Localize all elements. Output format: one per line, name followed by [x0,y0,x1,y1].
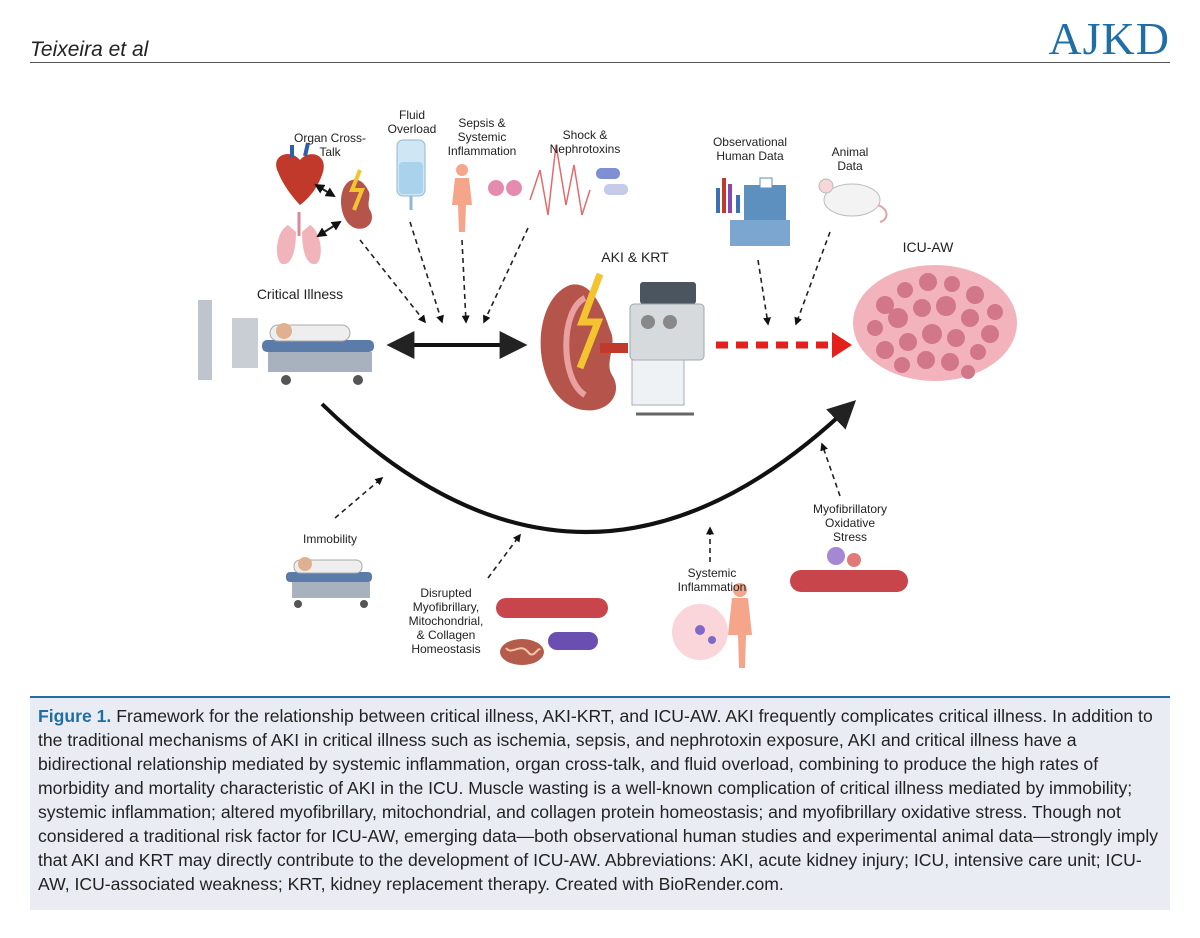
label-shock: Shock & Nephrotoxins [549,128,621,156]
label-fluid-overload: Fluid Overload [387,108,437,136]
framework-diagram [198,139,1017,668]
inflamed-human-icon [672,583,752,668]
label-disrupted: Disrupted Myofibrillary, Mitochondrial, … [408,586,484,656]
journal-logo: AJKD [1048,13,1170,64]
bottom-mechanism-arrows [334,442,841,579]
muscle-cross-section-icon [853,265,1017,381]
oxidative-muscle-fiber-icon [790,570,908,592]
pills-icon [596,168,628,195]
label-sepsis: Sepsis & Systemic Inflammation [447,116,517,158]
author-line: Teixeira et al [30,38,149,61]
label-observational: Observational Human Data [712,135,788,163]
hospital-bed-icon [198,300,374,385]
caption-title: Figure 1. [38,706,112,726]
muscle-fiber-icon [496,598,608,618]
label-critical-illness: Critical Illness [256,286,344,302]
human-body-icon [452,164,472,232]
hospital-building-icon [730,177,790,246]
bacteria-icon [488,180,522,196]
iv-bag-icon [396,139,426,210]
immobility-bed-icon [286,557,372,608]
heart-icon [276,142,324,205]
bar-chart-icon [716,178,740,213]
collagen-icon [548,632,598,650]
label-organ-cross-talk: Organ Cross- Talk [293,131,367,159]
evidence-arrows [757,231,831,326]
caption-body: Framework for the relationship between c… [38,706,1159,894]
label-aki-krt: AKI & KRT [601,249,669,265]
label-systemic-inflammation: Systemic Inflammation [677,566,747,594]
label-oxidative: Myofibrillatory Oxidative Stress [812,502,887,544]
crosstalk-arrow-lungs [316,220,342,238]
header-divider [30,62,1170,63]
ecg-wave-icon [529,144,591,216]
mouse-icon [818,178,888,223]
red-arrowhead [832,332,852,358]
label-animal: Animal Data [831,145,869,173]
mitochondria-icon [500,639,544,665]
kidney-small-icon [341,169,373,229]
kidney-large-icon [540,272,628,411]
figure-caption-box: Figure 1. Framework for the relationship… [30,696,1170,910]
lungs-icon [276,212,321,265]
mechanism-arrows [359,221,529,324]
label-icu-aw: ICU-AW [902,239,954,255]
dialysis-machine-icon [629,282,705,416]
oxidative-cells-icon [827,547,861,567]
label-immobility: Immobility [302,532,357,546]
crosstalk-arrow-heart [314,183,336,198]
critical-illness-to-icuaw-arrow [320,400,857,534]
figure-caption: Figure 1. Framework for the relationship… [38,704,1164,896]
